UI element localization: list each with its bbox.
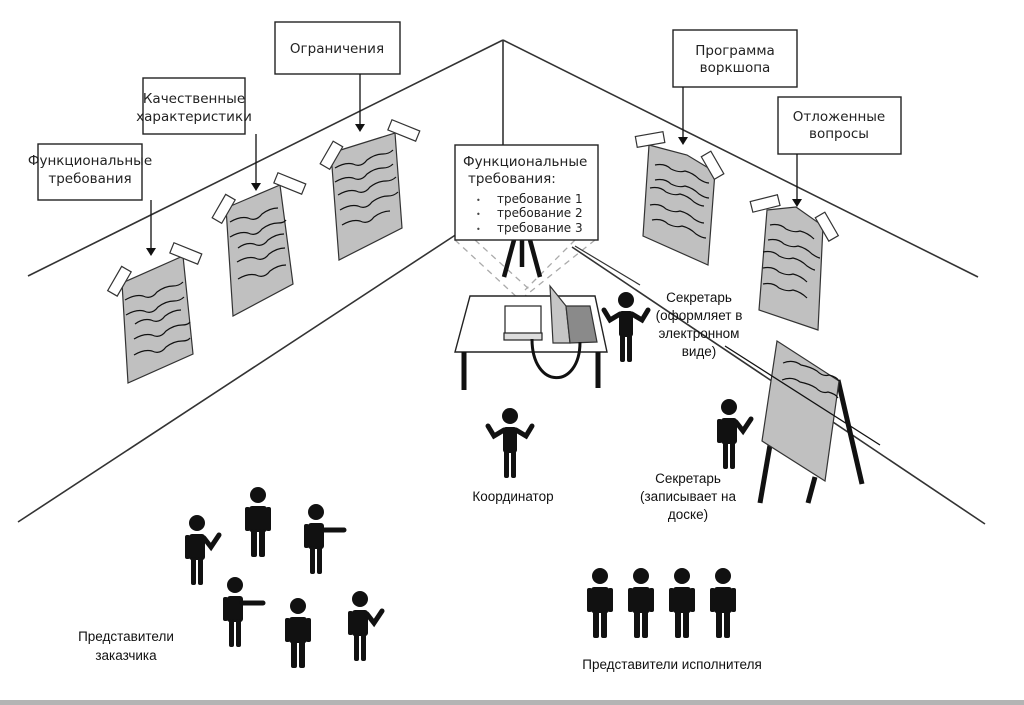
scribe-electronic-figure bbox=[604, 292, 648, 362]
projector bbox=[503, 305, 543, 341]
role-line: заказчика bbox=[95, 648, 157, 663]
label-line: Качественные bbox=[143, 91, 245, 107]
poster-quality bbox=[211, 171, 307, 317]
poster-functional bbox=[106, 241, 203, 384]
scribble-lines bbox=[124, 281, 191, 356]
developer-rep-figure bbox=[669, 568, 695, 638]
developer-reps-group bbox=[587, 568, 736, 638]
developer-rep-figure bbox=[710, 568, 736, 638]
label-parking-lot: Отложенные вопросы bbox=[777, 96, 902, 207]
screen-heading: требования: bbox=[468, 171, 556, 187]
label-line: требования bbox=[48, 171, 131, 187]
customer-rep-figure bbox=[304, 504, 344, 574]
label-line: Программа bbox=[695, 43, 775, 59]
facilitator-figure bbox=[488, 408, 532, 478]
screen-item: требование 2 bbox=[497, 206, 583, 220]
bullet-icon: • bbox=[476, 210, 481, 219]
label-customer-reps: Представители заказчика bbox=[78, 629, 174, 663]
flipchart bbox=[724, 339, 881, 504]
arrow-head-icon bbox=[251, 183, 261, 191]
scribe-pointer-line bbox=[574, 245, 641, 286]
role-line: виде) bbox=[682, 344, 717, 359]
role-line: (записывает на bbox=[640, 489, 736, 504]
scribe-pointer-line bbox=[724, 345, 881, 446]
label-developer-reps: Представители исполнителя bbox=[582, 657, 762, 672]
label-line: характеристики bbox=[136, 109, 252, 125]
role-line: Секретарь bbox=[666, 290, 732, 305]
screen-tripod bbox=[501, 239, 543, 278]
customer-rep-figure bbox=[245, 487, 271, 557]
laptop bbox=[549, 284, 598, 344]
scribble-lines bbox=[649, 163, 710, 239]
label-facilitator: Координатор bbox=[472, 489, 553, 504]
label-line: Отложенные bbox=[793, 109, 885, 125]
label-line: Ограничения bbox=[290, 41, 384, 57]
cable bbox=[530, 338, 582, 379]
label-line: вопросы bbox=[809, 126, 869, 142]
bottom-divider bbox=[0, 700, 1024, 705]
label-scribe-board: Секретарь (записывает на доске) bbox=[640, 471, 736, 522]
floor-left-edge bbox=[17, 231, 461, 523]
role-line: Представители bbox=[78, 629, 174, 644]
arrow-head-icon bbox=[678, 137, 688, 145]
screen-item: требование 3 bbox=[497, 221, 583, 235]
arrow-head-icon bbox=[792, 199, 802, 207]
label-scribe-electronic: Секретарь (оформляет в электронном виде) bbox=[656, 290, 743, 359]
label-constraints: Ограничения bbox=[274, 21, 401, 132]
screen-item: требование 1 bbox=[497, 192, 583, 206]
customer-rep-figure bbox=[223, 577, 263, 647]
customer-rep-figure bbox=[348, 591, 382, 661]
label-agenda: Программа воркшопа bbox=[672, 29, 798, 145]
ceiling-right-edge bbox=[502, 39, 979, 278]
label-quality-attributes: Качественные характеристики bbox=[136, 77, 261, 191]
bullet-icon: • bbox=[476, 225, 481, 234]
customer-rep-figure bbox=[185, 515, 219, 585]
customer-rep-figure bbox=[285, 598, 311, 668]
developer-rep-figure bbox=[628, 568, 654, 638]
label-line: Функциональные bbox=[28, 153, 152, 169]
scribble-lines bbox=[334, 149, 399, 226]
ceiling-left-edge bbox=[27, 39, 504, 277]
arrow-head-icon bbox=[146, 248, 156, 256]
role-line: Секретарь bbox=[655, 471, 721, 486]
role-line: электронном bbox=[659, 326, 740, 341]
scribble-lines bbox=[762, 223, 821, 299]
poster-parking-lot bbox=[749, 194, 840, 331]
scribble-lines bbox=[229, 207, 287, 280]
developer-rep-figure bbox=[587, 568, 613, 638]
arrow-head-icon bbox=[355, 124, 365, 132]
role-line: доске) bbox=[668, 507, 708, 522]
scribe-board-figure bbox=[717, 399, 751, 469]
poster-constraints bbox=[319, 118, 421, 261]
bullet-icon: • bbox=[476, 196, 481, 205]
label-functional-requirements: Функциональные требования bbox=[28, 143, 156, 256]
role-line: (оформляет в bbox=[656, 308, 743, 323]
label-line: воркшопа bbox=[700, 60, 771, 76]
poster-agenda bbox=[634, 130, 725, 266]
screen-heading: Функциональные bbox=[463, 154, 587, 170]
customer-reps-group bbox=[185, 487, 382, 668]
projection-screen: Функциональные требования: • требование … bbox=[454, 144, 599, 241]
